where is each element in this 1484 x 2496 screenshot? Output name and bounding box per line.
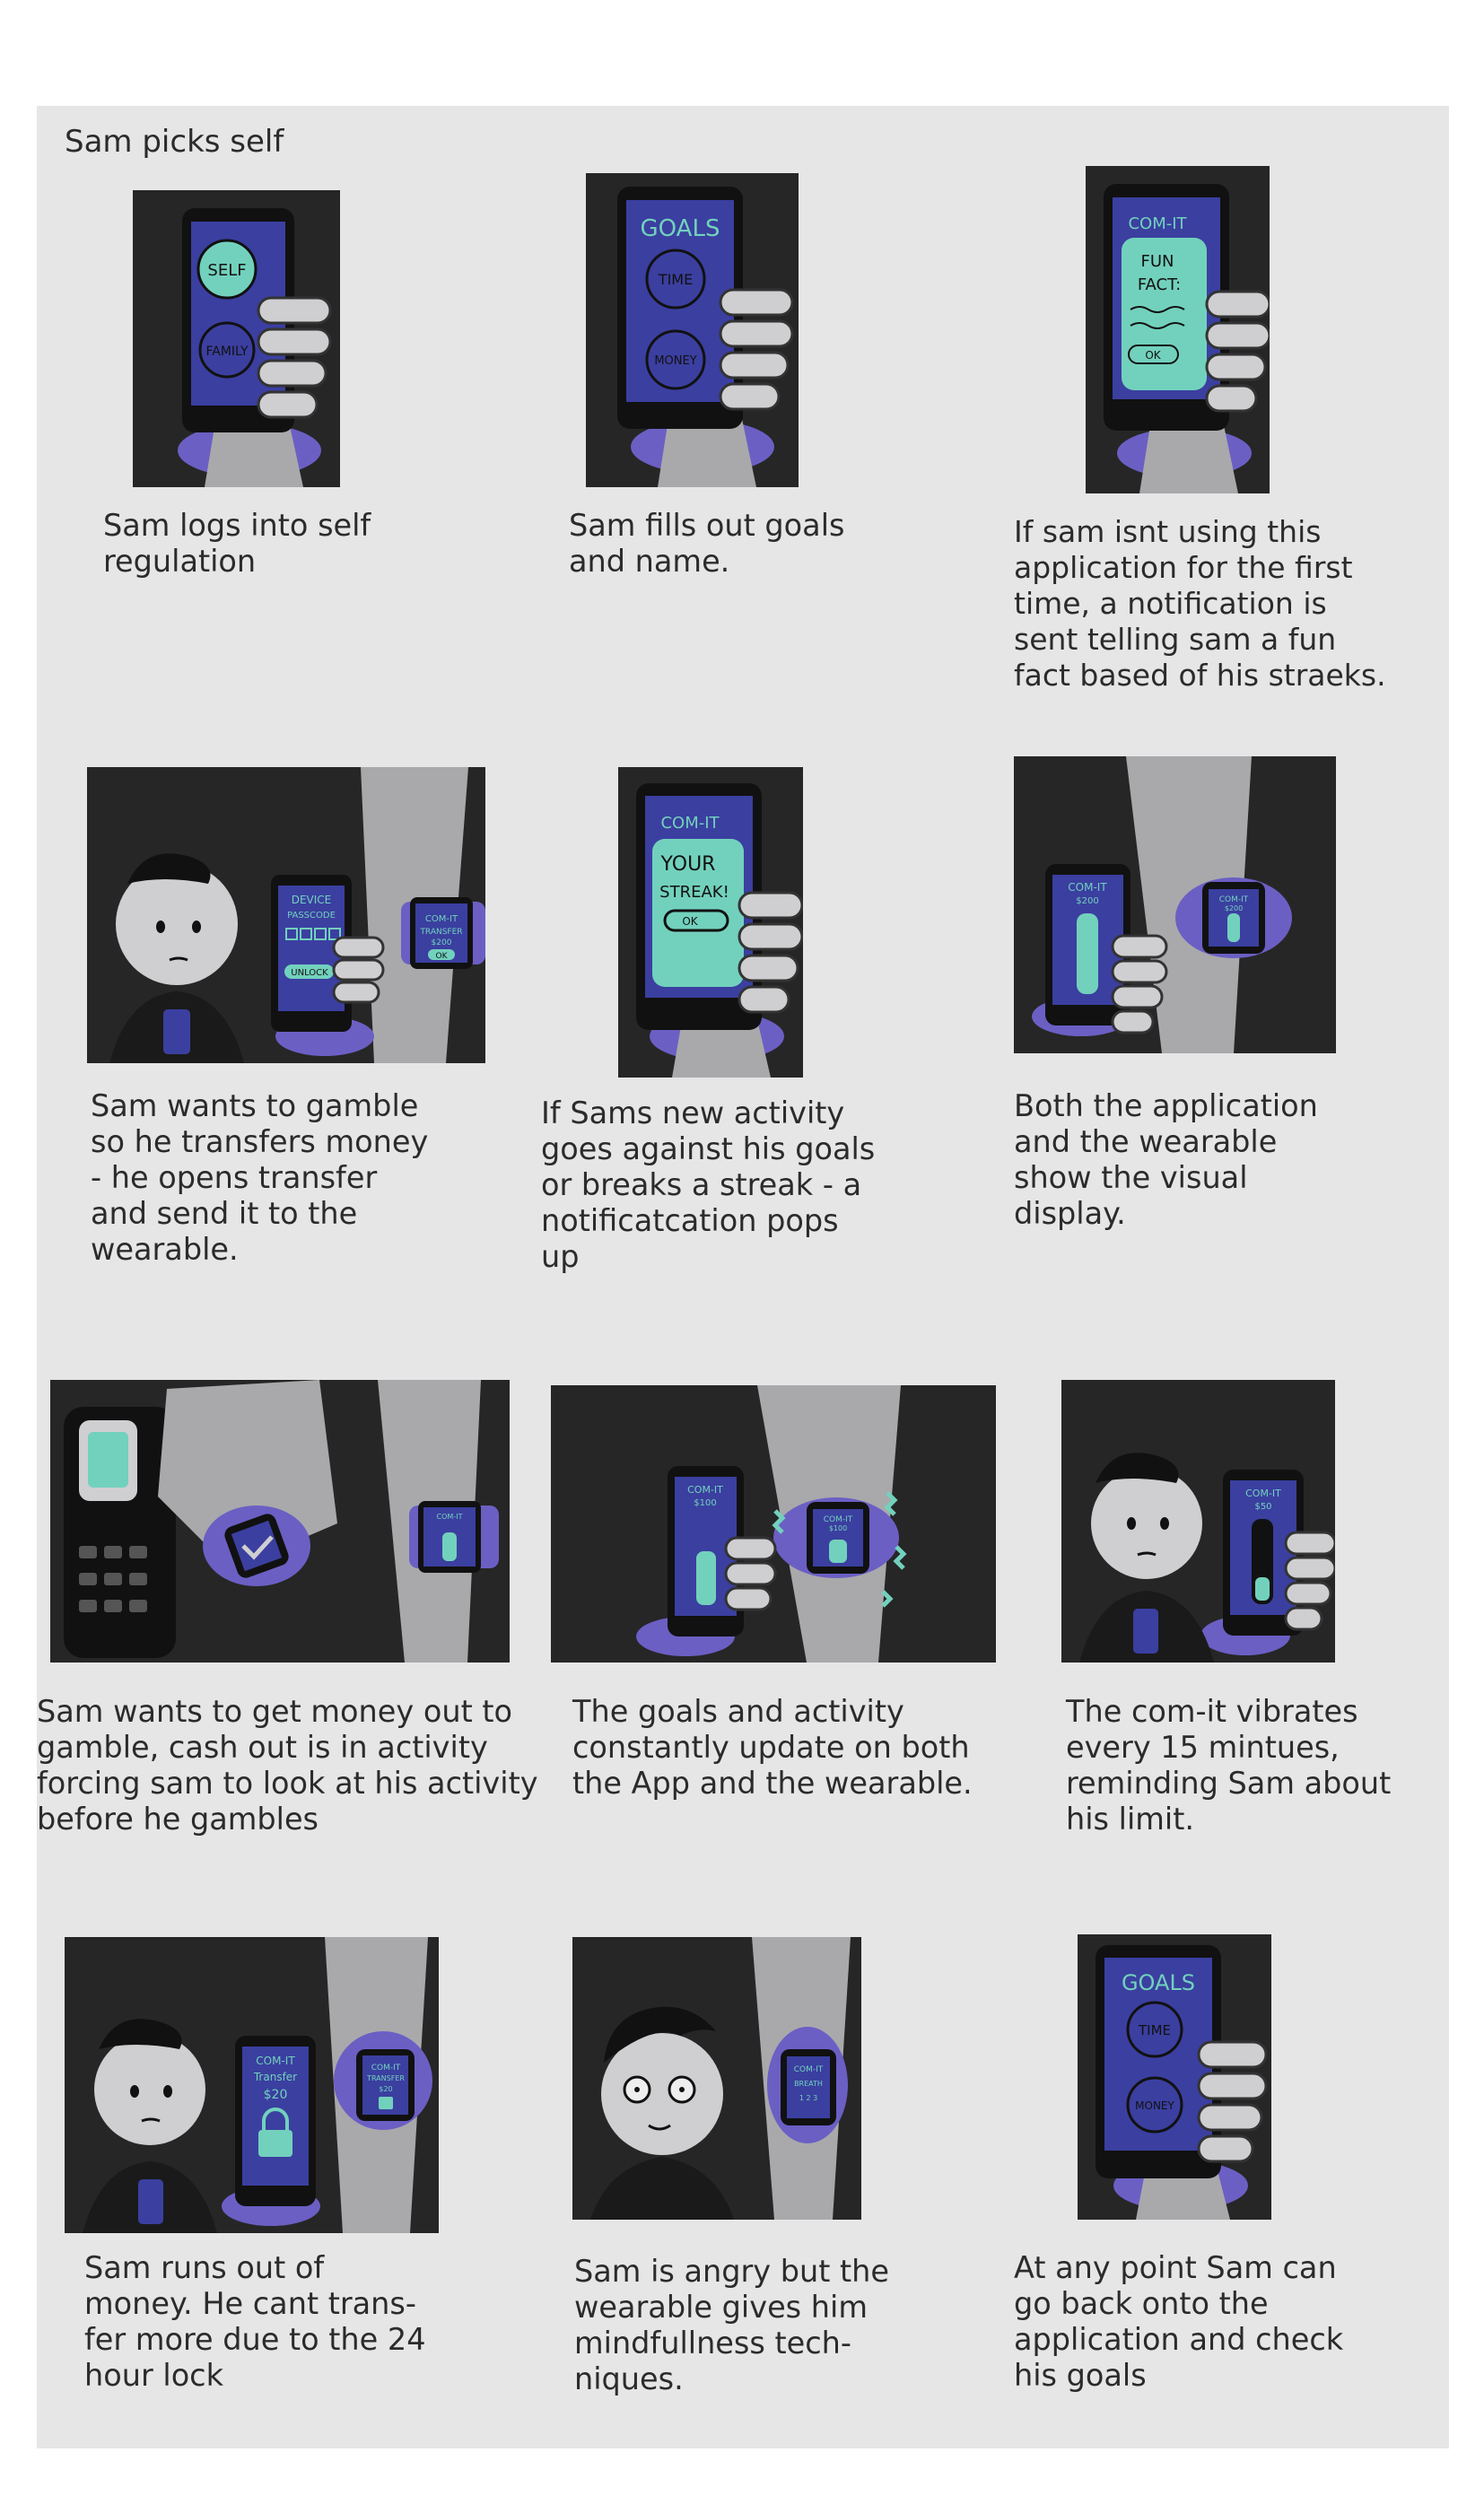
panel-4-screen-text-0: DEVICE bbox=[292, 894, 332, 906]
panel-6-screen-text-2: COM-IT bbox=[1219, 895, 1249, 904]
panel-4-screen-text-4: TRANSFER bbox=[419, 928, 462, 937]
panel-5-screen-text-4: OK bbox=[682, 915, 698, 928]
panel-3-screen-text-3: FACT: bbox=[1138, 275, 1181, 294]
panel-4-screen-text-3: COM-IT bbox=[425, 914, 458, 924]
panel-9-image: COM-IT $50 bbox=[1061, 1380, 1335, 1663]
panel-11-screen-text-2: 1 2 3 bbox=[799, 2094, 817, 2102]
panel-7-caption: Sam wants to get money out to gamble, ca… bbox=[37, 1694, 538, 1837]
panel-10-screen-text-0: COM-IT bbox=[256, 2055, 295, 2067]
panel-3-image: COM-IT FUN FACT: OK bbox=[1086, 166, 1270, 493]
panel-6-image: COM-IT $200 COM-IT $200 bbox=[1014, 756, 1336, 1053]
panel-12-screen-text-1: TIME bbox=[1138, 2022, 1171, 2038]
panel-6-screen-text-3: $200 bbox=[1225, 904, 1243, 912]
panel-8-caption: The goals and activity constantly update… bbox=[572, 1694, 973, 1801]
panel-5-image: COM-IT YOUR STREAK! OK bbox=[618, 767, 803, 1078]
panel-12-image: GOALS TIME MONEY bbox=[1078, 1934, 1271, 2220]
panel-1-caption: Sam logs into self regulation bbox=[103, 508, 371, 579]
storyboard-heading: Sam picks self bbox=[65, 124, 284, 160]
panel-2-screen-text-1: TIME bbox=[658, 271, 693, 288]
panel-12-screen-text-0: GOALS bbox=[1122, 1970, 1195, 1995]
panel-11-screen-text-0: COM-IT bbox=[794, 2065, 824, 2074]
panel-5-caption: If Sams new activity goes against his go… bbox=[541, 1095, 876, 1274]
panel-12-screen-text-2: MONEY bbox=[1135, 2099, 1174, 2112]
panel-8-screen-text-2: COM-IT bbox=[824, 1515, 853, 1524]
panel-10-screen-text-3: COM-IT bbox=[371, 2064, 401, 2073]
panel-11-screen-text-1: BREATH bbox=[794, 2080, 823, 2088]
panel-10-screen-text-2: $20 bbox=[264, 2088, 288, 2102]
panel-4-screen-text-1: PASSCODE bbox=[287, 911, 336, 921]
panel-5-screen-text-2: YOUR bbox=[660, 853, 716, 876]
panel-1-screen-text-1: FAMILY bbox=[205, 345, 248, 359]
panel-3-screen-text-0: COM-IT bbox=[1128, 214, 1187, 233]
panel-2-screen-text-0: GOALS bbox=[641, 215, 720, 242]
panel-2-image: GOALS TIME MONEY bbox=[586, 173, 799, 487]
panel-7-screen-text-0: COM-IT bbox=[437, 1513, 463, 1521]
panel-10-screen-text-1: Transfer bbox=[253, 2071, 297, 2083]
panel-7-image: COM-IT bbox=[50, 1380, 510, 1663]
panel-11-image: COM-IT BREATH 1 2 3 bbox=[572, 1937, 861, 2220]
panel-3-caption: If sam isnt using this application for t… bbox=[1014, 514, 1386, 693]
panel-6-caption: Both the application and the wearable sh… bbox=[1014, 1088, 1318, 1231]
panel-4-screen-text-5: $200 bbox=[432, 938, 452, 947]
panel-2-caption: Sam fills out goals and name. bbox=[569, 508, 845, 579]
panel-8-image: COM-IT $100 COM-IT $100 bbox=[551, 1385, 996, 1663]
panel-9-screen-text-1: $50 bbox=[1254, 1502, 1271, 1512]
panel-4-screen-text-6: OK bbox=[436, 952, 449, 961]
panel-10-caption: Sam runs out of money. He cant trans- fe… bbox=[84, 2250, 426, 2393]
panel-9-screen-text-0: COM-IT bbox=[1245, 1488, 1281, 1499]
panel-11-caption: Sam is angry but the wearable gives him … bbox=[574, 2254, 890, 2396]
panel-8-screen-text-1: $100 bbox=[694, 1498, 716, 1508]
panel-1-screen-text-0: SELF bbox=[207, 261, 246, 280]
panel-3-screen-text-4: OK bbox=[1145, 349, 1161, 362]
panel-3-screen-text-2: FUN bbox=[1141, 252, 1174, 271]
panel-2-screen-text-2: MONEY bbox=[654, 354, 696, 368]
panel-4-caption: Sam wants to gamble so he transfers mone… bbox=[91, 1088, 429, 1267]
panel-6-screen-text-0: COM-IT bbox=[1068, 881, 1107, 894]
panel-8-screen-text-0: COM-IT bbox=[687, 1484, 723, 1496]
panel-9-caption: The com-it vibrates every 15 mintues, re… bbox=[1066, 1694, 1392, 1837]
panel-4-image: COM-IT TRANSFER $200 OK DEVICE PASSCODE … bbox=[87, 767, 485, 1063]
panel-1-image: SELF FAMILY bbox=[133, 190, 340, 487]
panel-4-screen-text-2: UNLOCK bbox=[291, 968, 328, 978]
panel-10-screen-text-4: TRANSFER bbox=[366, 2074, 405, 2082]
panel-5-screen-text-0: COM-IT bbox=[660, 814, 720, 833]
panel-10-screen-text-5: $20 bbox=[379, 2085, 392, 2093]
panel-12-caption: At any point Sam can go back onto the ap… bbox=[1014, 2250, 1344, 2393]
panel-8-screen-text-3: $100 bbox=[829, 1524, 847, 1532]
panel-10-image: COM-IT TRANSFER $20 COM-IT Transfer $20 bbox=[65, 1937, 439, 2233]
panel-5-screen-text-3: STREAK! bbox=[659, 883, 729, 902]
panel-6-screen-text-1: $200 bbox=[1076, 896, 1098, 906]
